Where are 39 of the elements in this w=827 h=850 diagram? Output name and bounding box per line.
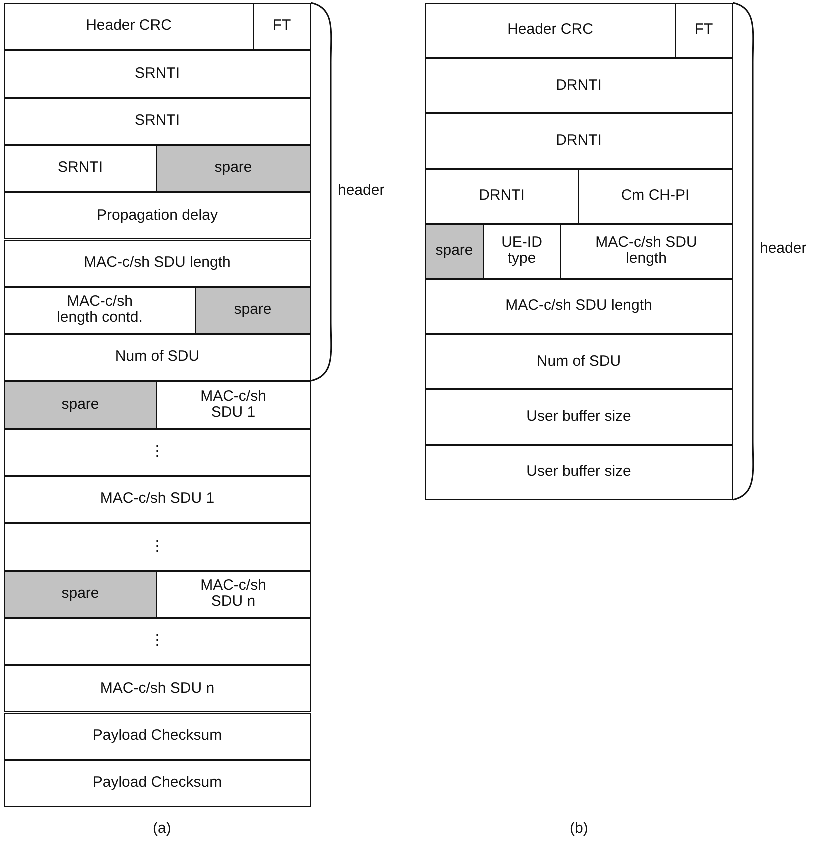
header-field: MAC-c/sh SDU length xyxy=(560,224,733,279)
header-field: DRNTI xyxy=(425,58,733,114)
header-field: Num of SDU xyxy=(4,334,311,382)
panel-caption: (b) xyxy=(570,820,588,837)
header-field: SRNTI xyxy=(4,98,311,145)
header-field: MAC-c/sh SDU length xyxy=(4,240,311,287)
header-field: DRNTI xyxy=(425,168,579,224)
header-field: MAC-c/sh length contd. xyxy=(4,286,196,334)
header-field: MAC-c/sh SDU 1 xyxy=(4,476,311,524)
spare-field: spare xyxy=(425,224,484,279)
header-field: MAC-c/sh SDU 1 xyxy=(156,381,311,429)
spare-field: spare xyxy=(4,381,157,429)
header-field: SRNTI xyxy=(4,144,157,192)
spare-field: spare xyxy=(156,144,311,192)
header-field: DRNTI xyxy=(425,113,733,169)
header-field: MAC-c/sh SDU n xyxy=(156,570,311,618)
header-field: FT xyxy=(675,3,733,58)
header-field: Payload Checksum xyxy=(4,760,311,808)
header-field: SRNTI xyxy=(4,50,311,98)
spare-field: spare xyxy=(195,286,311,334)
header-field: Cm CH-PI xyxy=(578,168,733,224)
header-field: FT xyxy=(253,3,311,50)
header-field: Header CRC xyxy=(425,3,676,58)
header-field: Num of SDU xyxy=(425,334,733,390)
header-field: Payload Checksum xyxy=(4,712,311,760)
header-field: Propagation delay xyxy=(4,192,311,240)
header-field: User buffer size xyxy=(425,444,733,500)
header-field: UE-ID type xyxy=(483,224,561,279)
header-field: ⋮ xyxy=(4,618,311,666)
spare-field: spare xyxy=(4,570,157,618)
header-field: MAC-c/sh SDU length xyxy=(425,279,733,334)
header-field: Header CRC xyxy=(4,3,254,50)
panel-caption: (a) xyxy=(153,820,172,837)
header-field: User buffer size xyxy=(425,389,733,445)
bracket-label: header xyxy=(338,182,385,199)
header-field: ⋮ xyxy=(4,428,311,476)
header-field: MAC-c/sh SDU n xyxy=(4,665,311,712)
header-field: ⋮ xyxy=(4,523,311,571)
bracket-label: header xyxy=(760,240,807,257)
